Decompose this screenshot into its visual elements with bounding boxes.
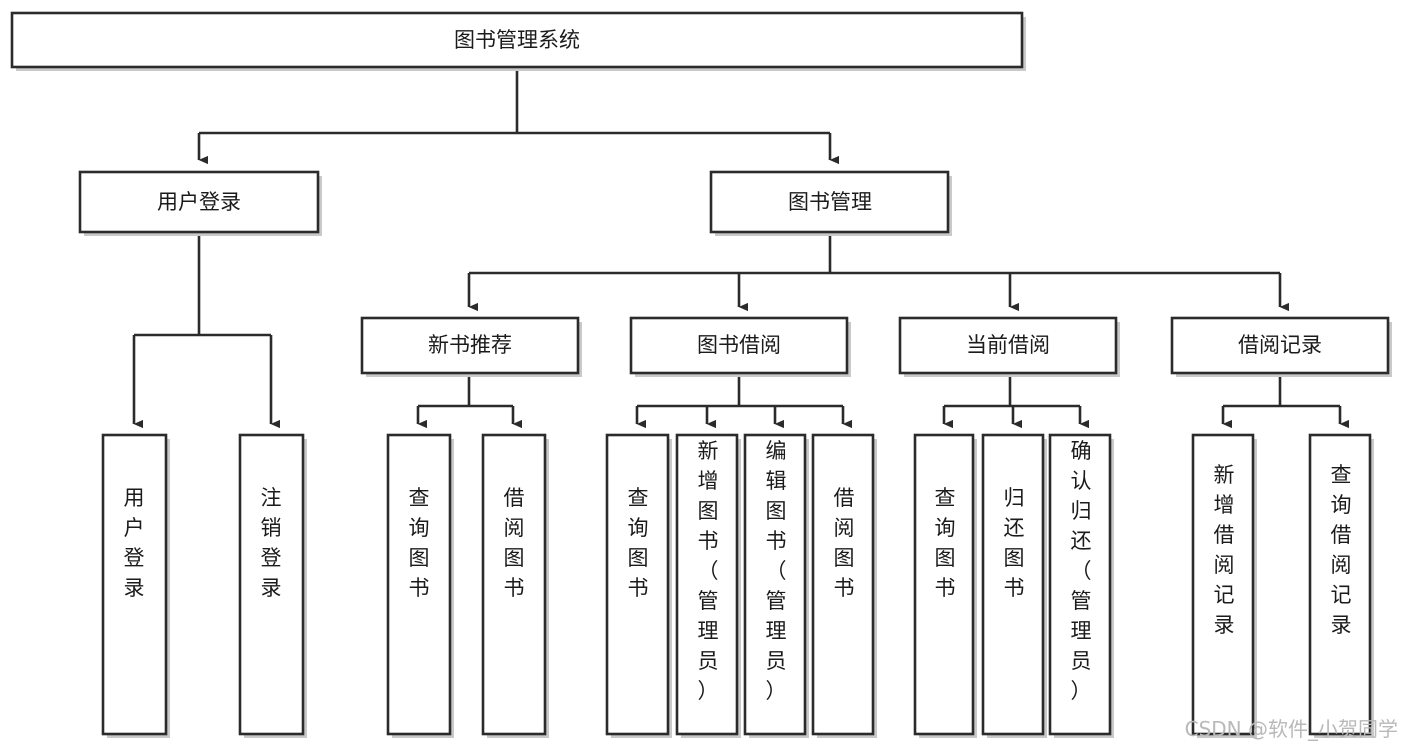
node-root-label: 图书管理系统 — [454, 28, 580, 52]
node-root-rect — [10, 11, 1024, 69]
edge-layer — [132, 67, 1350, 429]
node-leaf-add-record-label: 新增借阅记录 — [1214, 463, 1235, 637]
node-leaf-add-record-rect — [1191, 433, 1255, 736]
node-leaf-query-book-1-rect — [386, 433, 452, 736]
node-book-borrow[interactable]: 图书借阅 — [629, 316, 851, 377]
node-leaf-user-login-label: 用户登录 — [124, 486, 145, 600]
node-leaf-return-book-label: 归还图书 — [1004, 486, 1025, 600]
node-book-borrow-rect — [629, 316, 849, 375]
node-leaf-query-record-rect — [1308, 433, 1372, 736]
node-current-borrow-rect — [898, 316, 1118, 375]
node-leaf-query-book-3-rect — [913, 433, 975, 736]
node-leaf-confirm-return[interactable]: 确认归还（管理员） — [1048, 433, 1114, 738]
node-book-management-rect — [709, 170, 950, 234]
node-borrow-record-label: 借阅记录 — [1238, 333, 1322, 357]
node-leaf-edit-book-label: 编辑图书（管理员） — [766, 439, 787, 703]
node-leaf-borrow-book-1-rect — [481, 433, 547, 736]
node-leaf-user-login[interactable]: 用户登录 — [101, 433, 170, 738]
node-current-borrow-label: 当前借阅 — [966, 333, 1050, 357]
node-user-login[interactable]: 用户登录 — [78, 170, 322, 236]
node-leaf-query-book-3[interactable]: 查询图书 — [913, 433, 977, 738]
node-user-login-rect — [78, 170, 320, 234]
node-leaf-query-book-2-label: 查询图书 — [628, 486, 649, 600]
node-leaf-confirm-return-rect — [1048, 433, 1112, 736]
node-leaf-query-book-1[interactable]: 查询图书 — [386, 433, 454, 738]
node-leaf-return-book[interactable]: 归还图书 — [981, 433, 1047, 738]
node-leaf-borrow-book-2[interactable]: 借阅图书 — [811, 433, 877, 738]
node-leaf-user-login-rect — [101, 433, 168, 736]
node-layer: 图书管理系统 用户登录 图书管理 新书推荐 — [10, 11, 1392, 738]
node-leaf-edit-book-rect — [743, 433, 807, 736]
node-leaf-borrow-book-2-rect — [811, 433, 875, 736]
node-leaf-user-logout-rect — [238, 433, 305, 736]
node-leaf-add-book-label: 新增图书（管理员） — [698, 439, 719, 703]
node-leaf-query-book-1-label: 查询图书 — [409, 486, 430, 600]
node-leaf-query-book-3-label: 查询图书 — [935, 486, 956, 600]
node-leaf-borrow-book-1[interactable]: 借阅图书 — [481, 433, 549, 738]
node-leaf-borrow-book-2-label: 借阅图书 — [834, 486, 855, 600]
node-book-borrow-label: 图书借阅 — [697, 333, 781, 357]
node-leaf-user-logout-label: 注销登录 — [261, 486, 282, 600]
csdn-watermark: CSDN @软件_小贺同学 — [1185, 717, 1398, 741]
node-leaf-return-book-rect — [981, 433, 1045, 736]
node-book-management-label: 图书管理 — [788, 190, 872, 214]
node-new-book-recommend[interactable]: 新书推荐 — [360, 316, 582, 377]
node-leaf-confirm-return-label: 确认归还（管理员） — [1071, 439, 1092, 703]
node-leaf-add-book[interactable]: 新增图书（管理员） — [675, 433, 741, 738]
node-book-management[interactable]: 图书管理 — [709, 170, 952, 236]
node-leaf-query-record-label: 查询借阅记录 — [1331, 463, 1352, 637]
node-new-book-recommend-rect — [360, 316, 580, 375]
node-root[interactable]: 图书管理系统 — [10, 11, 1026, 71]
node-user-login-label: 用户登录 — [157, 190, 241, 214]
node-borrow-record-rect — [1170, 316, 1390, 375]
node-leaf-borrow-book-1-label: 借阅图书 — [504, 486, 525, 600]
node-leaf-add-record[interactable]: 新增借阅记录 — [1191, 433, 1257, 738]
node-leaf-edit-book[interactable]: 编辑图书（管理员） — [743, 433, 809, 738]
node-current-borrow[interactable]: 当前借阅 — [898, 316, 1120, 377]
node-leaf-query-record[interactable]: 查询借阅记录 — [1308, 433, 1374, 738]
node-leaf-add-book-rect — [675, 433, 739, 736]
node-new-book-recommend-label: 新书推荐 — [428, 333, 512, 357]
node-leaf-query-book-2-rect — [605, 433, 670, 736]
node-borrow-record[interactable]: 借阅记录 — [1170, 316, 1392, 377]
node-leaf-user-logout[interactable]: 注销登录 — [238, 433, 307, 738]
node-leaf-query-book-2[interactable]: 查询图书 — [605, 433, 672, 738]
